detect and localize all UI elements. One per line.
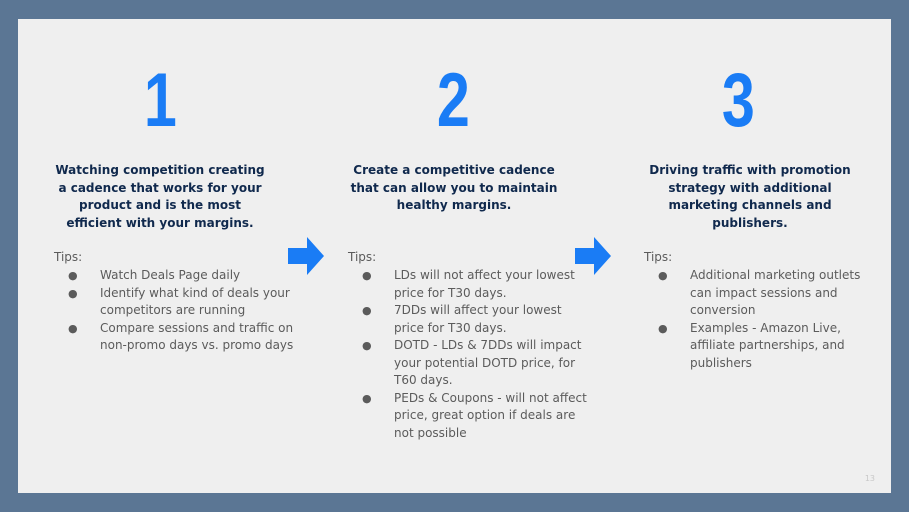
list-item: ● LDs will not affect your lowest price f… [348,267,588,302]
tip-text: PEDs & Coupons - will not affect price, … [394,390,587,440]
tip-text: 7DDs will affect your lowest price for T… [394,303,562,335]
tip-text: DOTD - LDs & 7DDs will impact your poten… [394,338,582,387]
arrow-right-icon [575,237,611,275]
tips-label-3: Tips: [644,250,673,264]
list-item: ● Compare sessions and traffic on non-pro… [54,320,294,355]
step-number-3: 3 [721,58,755,143]
tip-text: Watch Deals Page daily [100,268,241,282]
page-number: 13 [864,474,875,483]
tips-list-3: ● Additional marketing outlets can impact… [644,267,869,372]
tip-text: Examples - Amazon Live, affiliate partne… [690,320,845,370]
tip-text: Additional marketing outlets can impact … [690,268,861,317]
tips-label-2: Tips: [348,250,377,264]
tips-list-1: ● Watch Deals Page daily ● Identify what k… [54,267,294,355]
step-heading-3: Driving traffic with promotion strategy … [649,163,851,230]
bullet: ● [658,321,668,335]
step-heading-2: Create a competitive cadence that can al… [350,163,558,212]
step-number-1: 1 [143,58,177,143]
slide: 1 Watching competition creating a cadenc… [18,19,891,493]
tip-text: LDs will not affect your lowest price fo… [394,268,575,300]
list-item: ● 7DDs will affect your lowest price for … [348,302,588,337]
tip-text: Identify what kind of deals your competi… [100,285,290,318]
step-heading-1: Watching competition creating a cadence … [55,163,265,230]
bullet: ● [68,286,78,300]
list-item: ● Watch Deals Page daily [54,267,294,285]
list-item: ● PEDs & Coupons - will not affect price,… [348,390,588,443]
tips-label-1: Tips: [54,250,83,264]
tip-text: Compare sessions and traffic on non-prom… [100,320,294,353]
step-number-2: 2 [436,58,470,143]
bullet: ● [658,269,668,282]
list-item: ● DOTD - LDs & 7DDs will impact your pote… [348,337,588,390]
arrow-right-icon [288,237,324,275]
list-item: ● Identify what kind of deals your compet… [54,285,294,320]
bullet: ● [362,391,372,405]
list-item: ● Examples - Amazon Live, affiliate partn… [644,320,869,373]
bullet: ● [362,269,372,282]
bullet: ● [362,304,372,317]
bullet: ● [68,321,78,335]
tips-list-2: ● LDs will not affect your lowest price f… [348,267,588,442]
bullet: ● [362,339,372,352]
bullet: ● [68,269,78,282]
list-item: ● Additional marketing outlets can impact… [644,267,869,320]
